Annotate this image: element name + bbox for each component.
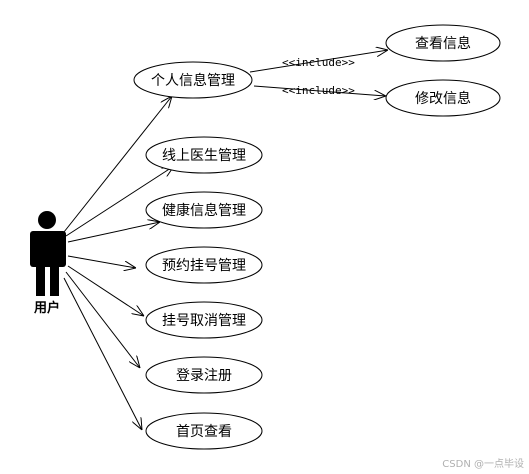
- use-case-doctor: 线上医生管理: [145, 136, 263, 174]
- assoc-health: [67, 222, 160, 243]
- use-case-label: 查看信息: [415, 35, 471, 52]
- association-lines: [63, 96, 174, 430]
- use-case-view: 查看信息: [385, 24, 501, 62]
- actor-label: 用户: [33, 300, 60, 316]
- assoc-booking: [67, 255, 136, 268]
- include-relations: [249, 50, 388, 96]
- use-case-label: 修改信息: [415, 90, 471, 107]
- use-case-cancel: 挂号取消管理: [145, 301, 263, 339]
- include-label-edit: <<include>>: [282, 84, 355, 97]
- assoc-cancel: [67, 265, 144, 316]
- assoc-personal: [63, 96, 172, 233]
- use-case-edit: 修改信息: [385, 79, 501, 117]
- use-case-booking: 预约挂号管理: [145, 246, 263, 284]
- actor-left-leg: [36, 264, 45, 296]
- use-case-home: 首页查看: [145, 412, 263, 450]
- use-case-label: 预约挂号管理: [162, 258, 246, 274]
- actor-body: [30, 231, 66, 267]
- assoc-home: [63, 277, 142, 430]
- actor: 用户: [30, 211, 66, 316]
- use-case-label: 登录注册: [176, 368, 232, 384]
- use-case-label: 健康信息管理: [162, 202, 246, 219]
- actor-right-leg: [50, 264, 59, 296]
- include-line-edit: [253, 85, 386, 96]
- use-case-login: 登录注册: [145, 356, 263, 394]
- use-case-label: 首页查看: [176, 424, 232, 440]
- watermark: CSDN @一点毕设: [442, 457, 524, 470]
- use-case-label: 个人信息管理: [151, 72, 235, 89]
- include-line-view: [249, 50, 388, 73]
- assoc-login: [65, 271, 140, 368]
- use-case-label: 线上医生管理: [162, 148, 246, 164]
- use-case-health: 健康信息管理: [145, 191, 263, 229]
- actor-head: [38, 211, 56, 229]
- use-case-label: 挂号取消管理: [162, 313, 246, 329]
- assoc-doctor: [65, 166, 174, 237]
- include-label-view: <<include>>: [282, 56, 355, 69]
- use-case-personal: 个人信息管理: [133, 61, 253, 99]
